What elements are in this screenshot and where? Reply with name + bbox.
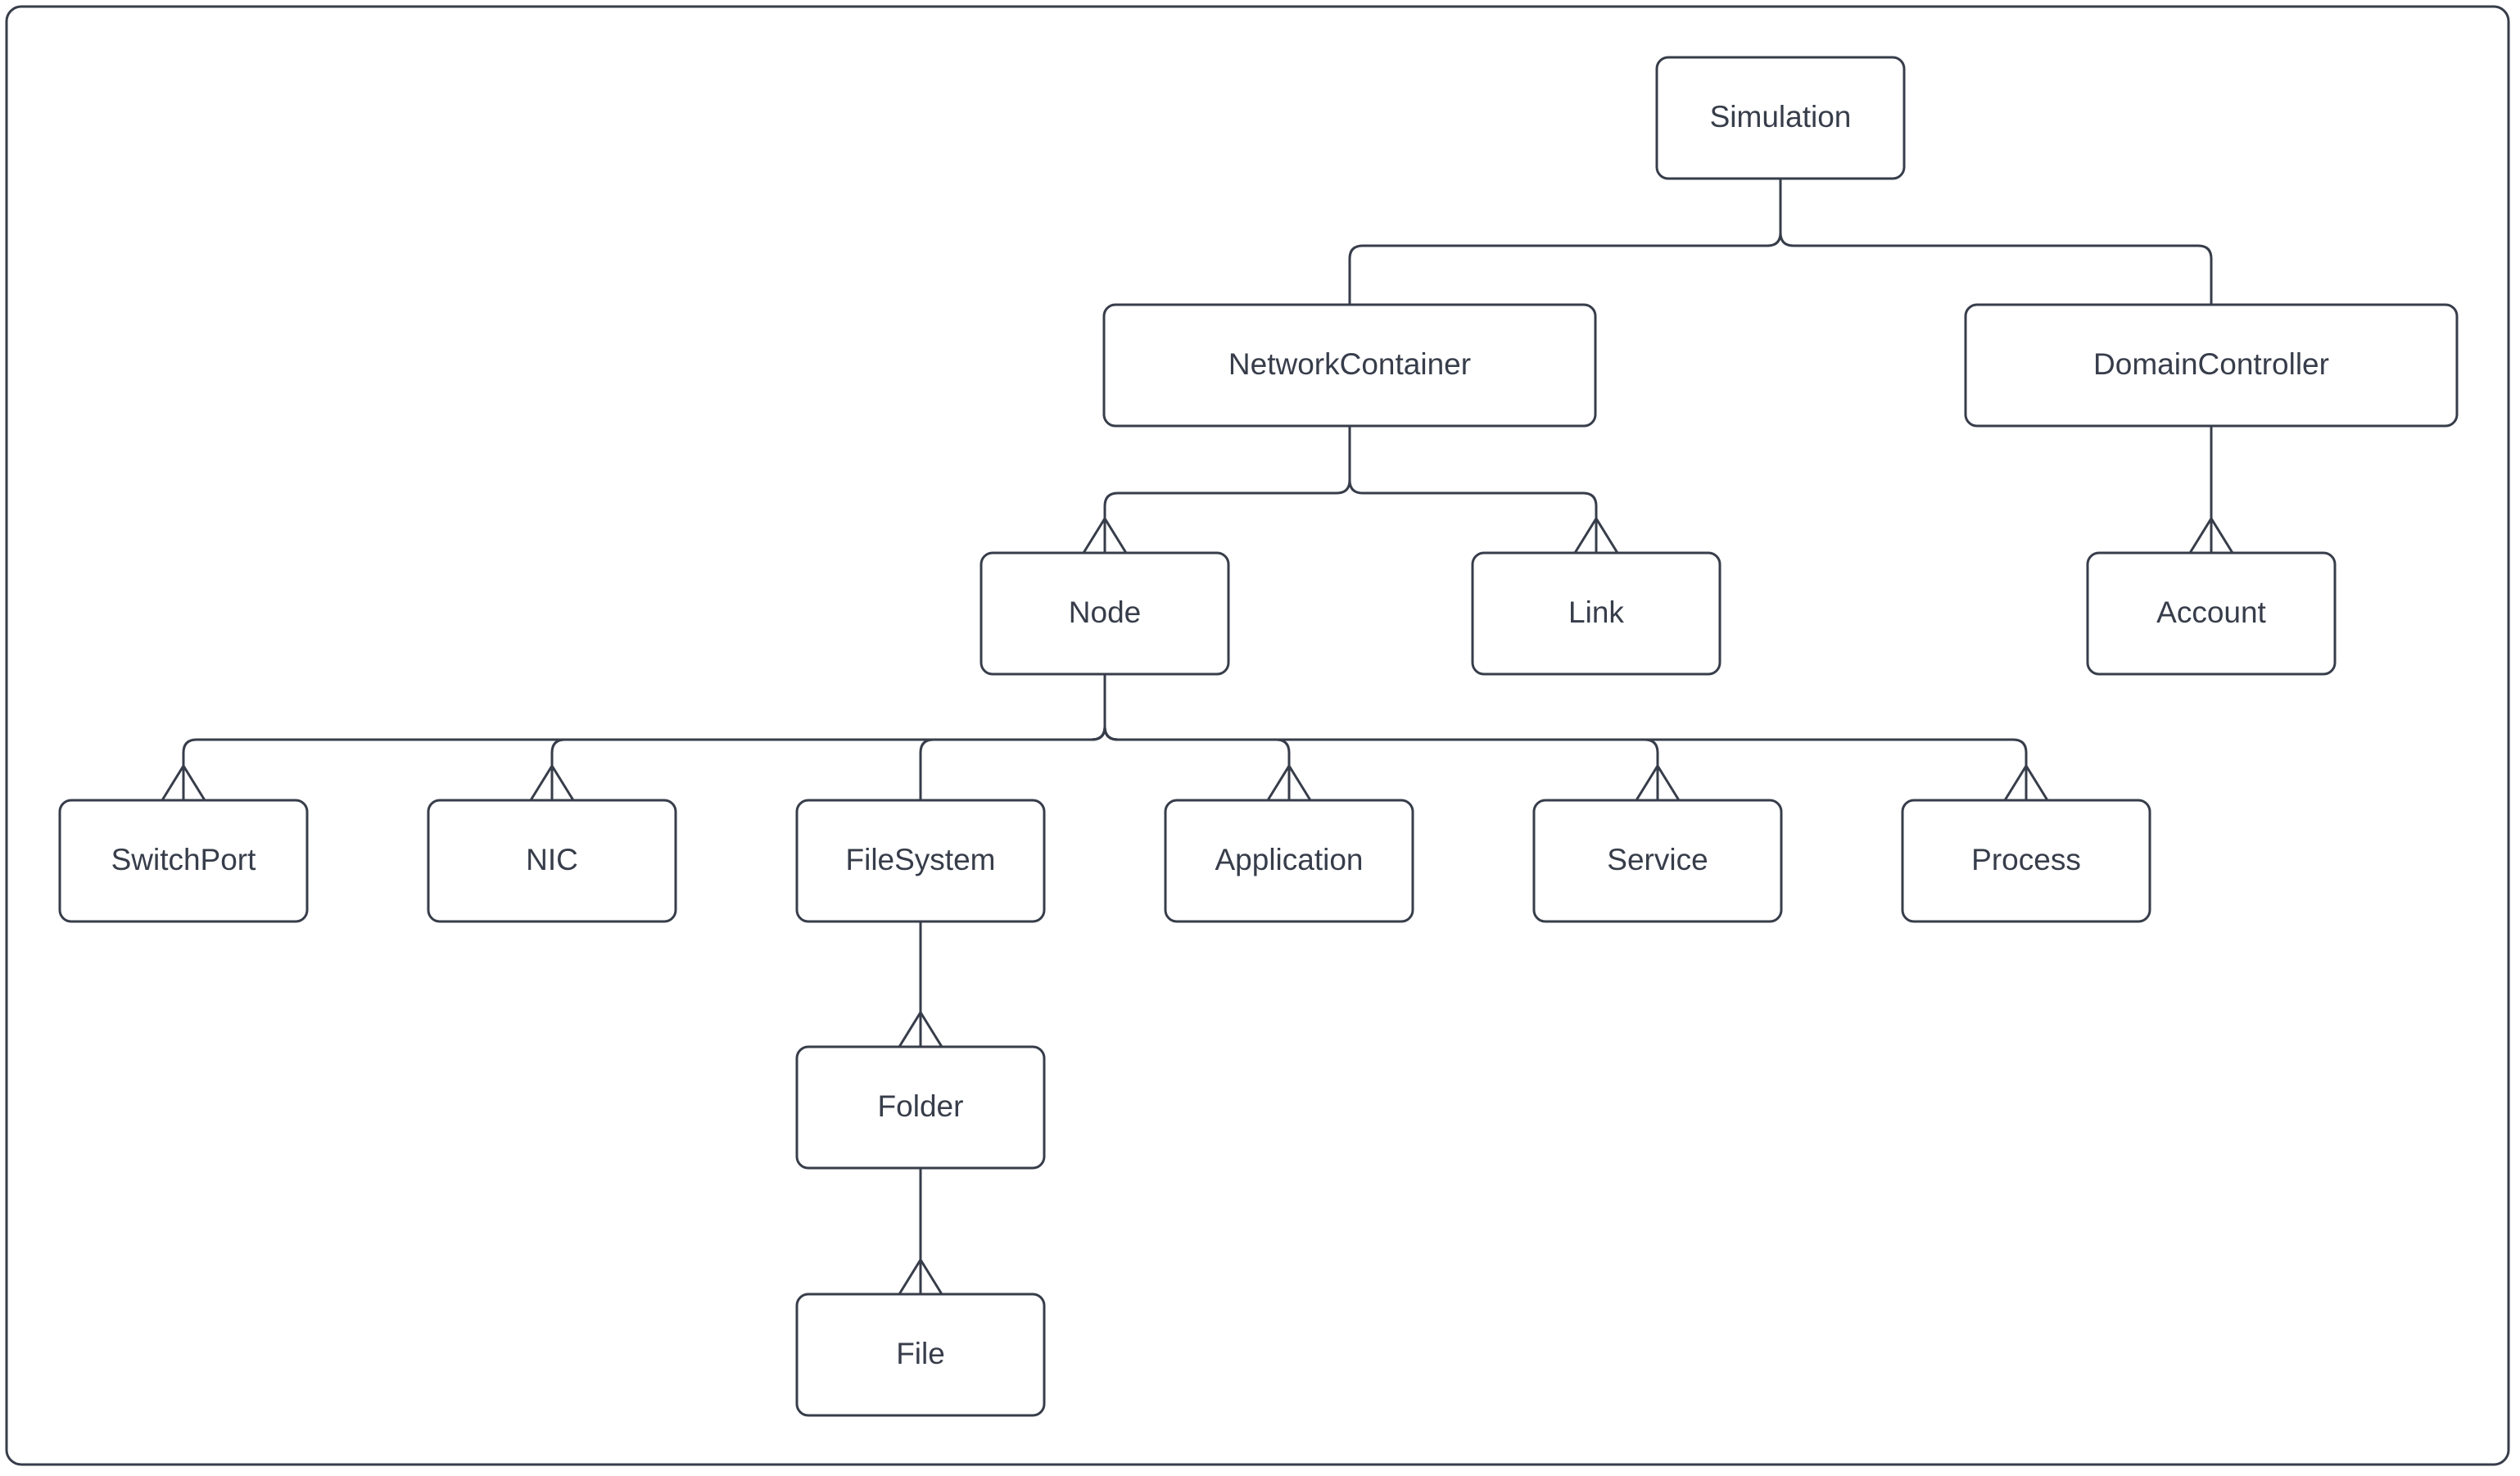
class-node-switchport[interactable]: SwitchPort: [58, 799, 309, 923]
class-box-folder[interactable]: [795, 1045, 1046, 1170]
edge-simulation-to-networkcontainer: [1348, 179, 1782, 305]
generalization-arrowhead-nic: [529, 763, 575, 801]
class-label-folder: Folder: [878, 1089, 964, 1123]
generalization-arrowhead-switchport: [161, 763, 206, 801]
class-node-account[interactable]: Account: [2086, 551, 2337, 676]
generalization-arrowhead-application: [1266, 763, 1312, 801]
diagram-frame: [5, 5, 2510, 1466]
class-box-domaincontroller[interactable]: [1964, 303, 2459, 428]
class-label-filesystem: FileSystem: [846, 843, 996, 876]
class-node-networkcontainer[interactable]: NetworkContainer: [1102, 303, 1597, 428]
class-box-service[interactable]: [1532, 799, 1783, 923]
class-node-process[interactable]: Process: [1901, 799, 2151, 923]
class-label-node: Node: [1069, 595, 1141, 629]
class-box-simulation[interactable]: [1655, 56, 1906, 180]
generalization-arrowhead-link: [1573, 516, 1619, 554]
class-box-nic[interactable]: [427, 799, 677, 923]
class-node-file[interactable]: File: [795, 1293, 1046, 1417]
edge-node-to-process: [1103, 674, 2028, 800]
class-box-application[interactable]: [1164, 799, 1414, 923]
class-node-service[interactable]: Service: [1532, 799, 1783, 923]
class-label-file: File: [896, 1337, 945, 1370]
class-box-networkcontainer[interactable]: [1102, 303, 1597, 428]
edge-networkcontainer-to-node: [1103, 426, 1351, 553]
class-label-link: Link: [1568, 595, 1624, 629]
class-node-folder[interactable]: Folder: [795, 1045, 1046, 1170]
class-node-simulation[interactable]: Simulation: [1655, 56, 1906, 180]
generalization-arrowhead-folder: [898, 1010, 943, 1048]
class-node-node[interactable]: Node: [979, 551, 1230, 676]
class-box-switchport[interactable]: [58, 799, 309, 923]
class-label-simulation: Simulation: [1710, 100, 1852, 134]
class-label-nic: NIC: [526, 843, 578, 876]
edge-simulation-to-domaincontroller: [1779, 179, 2213, 305]
class-box-file[interactable]: [795, 1293, 1046, 1417]
class-node-domaincontroller[interactable]: DomainController: [1964, 303, 2459, 428]
edge-networkcontainer-to-link: [1348, 426, 1598, 553]
class-label-process: Process: [1971, 843, 2081, 876]
class-node-filesystem[interactable]: FileSystem: [795, 799, 1046, 923]
class-label-switchport: SwitchPort: [111, 843, 257, 876]
generalization-arrowhead-service: [1635, 763, 1681, 801]
class-box-link[interactable]: [1471, 551, 1721, 676]
generalization-arrowhead-process: [2003, 763, 2049, 801]
class-node-nic[interactable]: NIC: [427, 799, 677, 923]
class-box-filesystem[interactable]: [795, 799, 1046, 923]
class-node-link[interactable]: Link: [1471, 551, 1721, 676]
class-node-application[interactable]: Application: [1164, 799, 1414, 923]
class-label-domaincontroller: DomainController: [2093, 347, 2329, 381]
class-box-account[interactable]: [2086, 551, 2337, 676]
generalization-arrowhead-file: [898, 1257, 943, 1295]
generalization-arrowhead-node: [1082, 516, 1128, 554]
class-box-node[interactable]: [979, 551, 1230, 676]
class-label-service: Service: [1607, 843, 1708, 876]
edge-layer: [161, 179, 2234, 1295]
class-label-account: Account: [2156, 595, 2266, 629]
edge-node-to-filesystem: [919, 674, 1106, 800]
class-box-process[interactable]: [1901, 799, 2151, 923]
class-label-application: Application: [1215, 843, 1363, 876]
class-label-networkcontainer: NetworkContainer: [1228, 347, 1471, 381]
generalization-arrowhead-account: [2188, 516, 2234, 554]
